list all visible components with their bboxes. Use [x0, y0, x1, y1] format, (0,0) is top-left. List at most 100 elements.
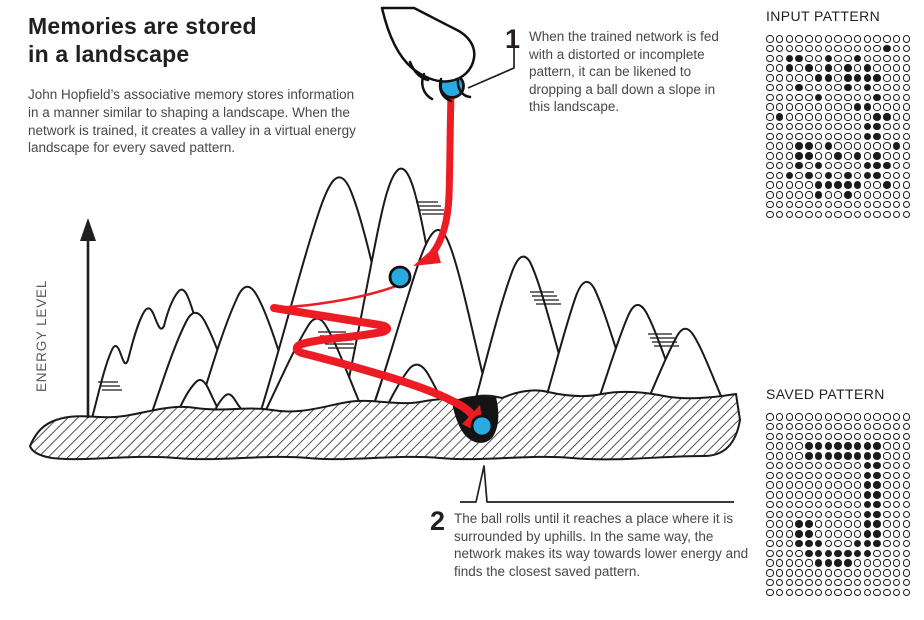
pattern-dot-empty — [883, 539, 891, 548]
pattern-dot-empty — [834, 510, 842, 519]
pattern-dot-filled — [844, 64, 852, 72]
pattern-dot-filled — [863, 103, 872, 111]
pattern-dot-empty — [902, 588, 911, 597]
pattern-dot-filled — [834, 452, 842, 460]
pattern-dot-empty — [814, 588, 823, 597]
pattern-dot-empty — [775, 171, 784, 180]
pattern-dot-filled — [834, 559, 842, 567]
pattern-dot-empty — [873, 413, 881, 421]
pattern-dot-filled — [853, 181, 862, 189]
pattern-dot-empty — [824, 578, 833, 587]
pattern-dot-filled — [873, 93, 881, 102]
pattern-dot-empty — [892, 530, 901, 538]
pattern-dot-empty — [902, 122, 911, 131]
pattern-dot-empty — [853, 559, 862, 567]
pattern-dot-empty — [844, 530, 852, 538]
pattern-dot-empty — [795, 35, 803, 43]
pattern-dot-empty — [863, 54, 872, 63]
pattern-dot-empty — [824, 461, 833, 470]
pattern-dot-empty — [795, 578, 803, 587]
roll-path-zigzag — [270, 304, 480, 425]
pattern-dot-empty — [795, 471, 803, 480]
pattern-dot-filled — [814, 539, 823, 548]
pattern-dot-empty — [844, 35, 852, 43]
pattern-dot-empty — [785, 539, 794, 548]
pattern-dot-empty — [863, 181, 872, 189]
pattern-dot-empty — [766, 510, 774, 519]
pattern-dot-empty — [834, 578, 842, 587]
pattern-dot-empty — [824, 103, 833, 111]
pattern-dot-empty — [834, 132, 842, 141]
pattern-dot-empty — [814, 142, 823, 150]
pattern-dot-empty — [766, 152, 774, 160]
pattern-dot-empty — [795, 132, 803, 141]
pattern-dot-empty — [824, 530, 833, 538]
pattern-dot-empty — [853, 413, 862, 421]
pattern-dot-empty — [766, 500, 774, 509]
pattern-dot-empty — [814, 103, 823, 111]
pattern-dot-empty — [873, 142, 881, 150]
pattern-dot-empty — [883, 422, 891, 431]
pattern-dot-empty — [766, 461, 774, 470]
pattern-dot-filled — [863, 452, 872, 460]
pattern-dot-empty — [775, 64, 784, 72]
pattern-dot-empty — [892, 588, 901, 597]
pattern-dot-empty — [785, 200, 794, 209]
pattern-dot-filled — [853, 152, 862, 160]
pattern-dot-empty — [814, 491, 823, 499]
pattern-dot-empty — [834, 93, 842, 102]
pattern-dot-empty — [883, 500, 891, 509]
pattern-dot-empty — [844, 510, 852, 519]
pattern-dot-empty — [853, 210, 862, 219]
pattern-dot-empty — [814, 83, 823, 92]
pattern-dot-filled — [844, 83, 852, 92]
pattern-dot-empty — [844, 113, 852, 121]
pattern-dot-empty — [902, 35, 911, 43]
pattern-dot-empty — [805, 422, 813, 431]
pattern-dot-empty — [902, 181, 911, 189]
pattern-dot-empty — [853, 578, 862, 587]
pattern-dot-empty — [814, 461, 823, 470]
pattern-dot-empty — [775, 103, 784, 111]
pattern-dot-empty — [853, 481, 862, 489]
pattern-dot-empty — [834, 530, 842, 538]
pattern-dot-filled — [873, 461, 881, 470]
pattern-dot-empty — [863, 113, 872, 121]
pattern-dot-empty — [814, 413, 823, 421]
pattern-dot-empty — [775, 200, 784, 209]
pattern-dot-empty — [775, 83, 784, 92]
pattern-dot-empty — [902, 171, 911, 180]
pattern-dot-empty — [892, 83, 901, 92]
pattern-dot-empty — [775, 588, 784, 597]
pattern-dot-empty — [883, 35, 891, 43]
pattern-dot-empty — [834, 200, 842, 209]
pattern-dot-empty — [853, 35, 862, 43]
pattern-dot-empty — [824, 481, 833, 489]
pattern-dot-filled — [824, 142, 833, 150]
pattern-dot-empty — [824, 520, 833, 528]
pattern-dot-empty — [863, 44, 872, 53]
annotation-2-text: The ball rolls until it reaches a place … — [454, 511, 749, 579]
energy-axis: ENERGY LEVEL — [34, 218, 96, 418]
pattern-dot-empty — [863, 93, 872, 102]
pattern-dot-empty — [795, 181, 803, 189]
pattern-dot-filled — [785, 54, 794, 63]
pattern-dot-empty — [873, 578, 881, 587]
pattern-dot-empty — [785, 569, 794, 577]
pattern-dot-empty — [814, 200, 823, 209]
pattern-dot-empty — [844, 413, 852, 421]
pattern-dot-empty — [785, 44, 794, 53]
pattern-dot-empty — [844, 93, 852, 102]
pattern-dot-empty — [795, 500, 803, 509]
pattern-dot-empty — [892, 520, 901, 528]
pattern-dot-empty — [785, 210, 794, 219]
pattern-dot-empty — [873, 588, 881, 597]
pattern-dot-empty — [834, 569, 842, 577]
pattern-dot-empty — [805, 588, 813, 597]
drop-arrow-shaft — [428, 90, 455, 258]
pattern-dot-filled — [844, 549, 852, 558]
pattern-dot-empty — [775, 210, 784, 219]
pattern-dot-empty — [814, 64, 823, 72]
pattern-dot-empty — [766, 113, 774, 121]
pattern-dot-empty — [873, 200, 881, 209]
